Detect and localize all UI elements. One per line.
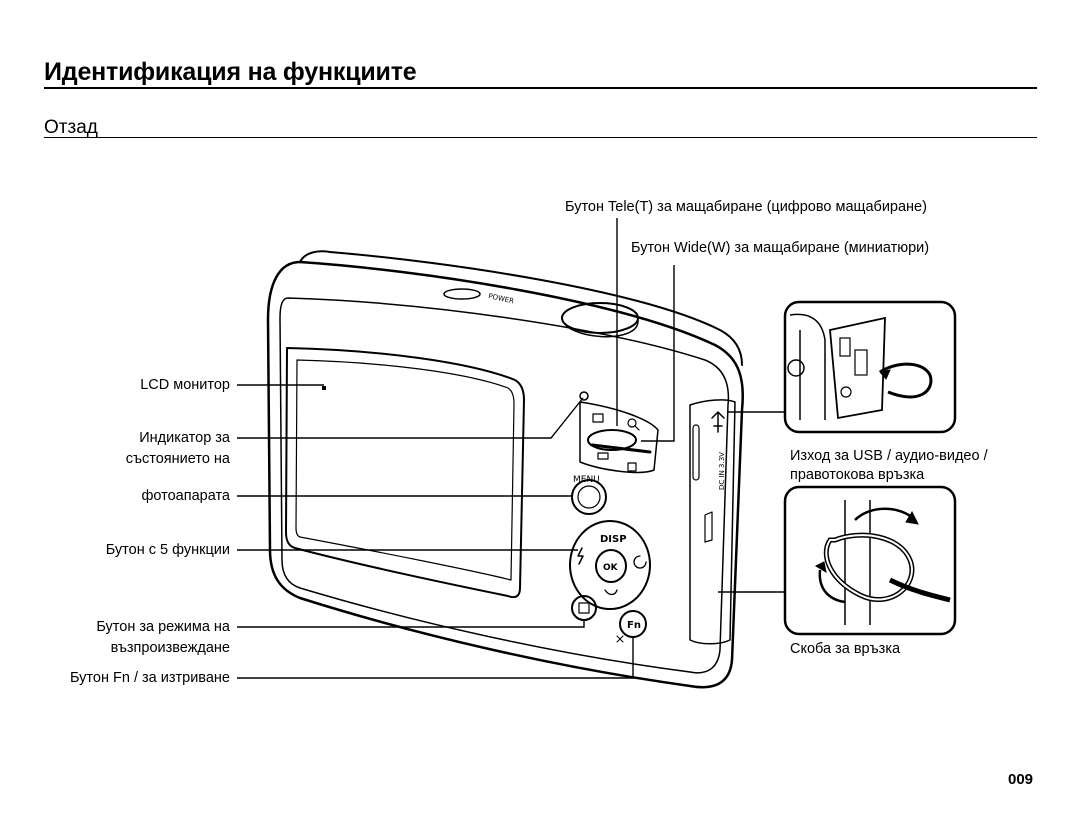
label-usb-port-2: правотокова връзка xyxy=(790,467,925,483)
page-title: Идентификация на функциите xyxy=(44,58,417,86)
page-number: 009 xyxy=(1008,771,1034,788)
status-indicator-led xyxy=(579,391,589,401)
label-playback-button-1: Бутон за режима на xyxy=(96,619,230,635)
fn-marking: Fn xyxy=(627,620,641,631)
usb-port xyxy=(711,411,725,433)
playback-callout-line xyxy=(237,620,585,628)
strap-eyelet-inset xyxy=(783,485,957,636)
title-divider xyxy=(44,87,1037,89)
power-marking: POWER xyxy=(488,292,515,305)
menu-button xyxy=(571,479,607,515)
label-tele-button: Бутон Tele(T) за мащабиране (цифрово мащ… xyxy=(565,199,927,215)
label-status-indicator-1: Индикатор за xyxy=(139,430,230,446)
label-strap-eyelet: Скоба за връзка xyxy=(790,641,901,657)
status-led-callout-line xyxy=(237,397,584,439)
label-fn-delete-button: Бутон Fn / за изтриване xyxy=(69,670,230,686)
label-five-function-button: Бутон с 5 функции xyxy=(105,542,230,558)
label-status-indicator-3: фотоапарата xyxy=(141,488,230,504)
section-title: Отзад xyxy=(44,117,98,138)
label-usb-port-1: Изход за USB / аудио-видео / xyxy=(790,448,988,464)
fn-callout-line xyxy=(237,637,634,679)
dc-in-marking: DC IN 3.3V xyxy=(718,452,726,490)
lcd-screen xyxy=(285,347,525,599)
camera-body xyxy=(266,250,744,689)
label-wide-button: Бутон Wide(W) за мащабиране (миниатюри) xyxy=(631,240,930,256)
ok-marking: OK xyxy=(603,563,619,573)
power-button xyxy=(443,288,481,300)
section-divider xyxy=(44,137,1037,138)
menu-marking: MENU xyxy=(573,475,600,485)
disp-marking: DISP xyxy=(600,534,627,545)
shutter-button xyxy=(561,302,639,338)
label-lcd-monitor: LCD монитор xyxy=(140,377,230,393)
label-status-indicator-2: състоянието на xyxy=(125,451,230,467)
wide-callout-line xyxy=(641,265,675,442)
label-playback-button-2: възпроизвеждане xyxy=(110,640,230,656)
callout-lines xyxy=(237,218,785,679)
five-function-pad xyxy=(569,520,651,610)
usb-port-inset xyxy=(783,300,957,434)
zoom-rocker xyxy=(579,401,659,474)
